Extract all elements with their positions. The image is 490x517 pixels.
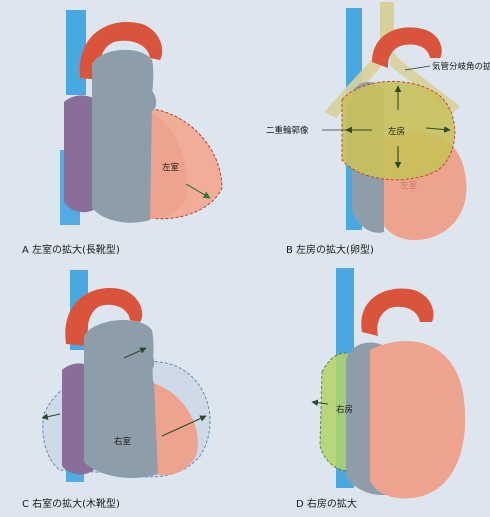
left-atrial-appendage <box>130 86 157 115</box>
arrow-up <box>123 347 147 359</box>
arrow-right <box>425 126 451 133</box>
ventricle-gray <box>92 49 154 223</box>
enlargement-arrow <box>185 183 211 199</box>
panel-d: 右房 D 右房の拡大 <box>296 268 466 510</box>
aortic-arch <box>361 288 434 336</box>
aortic-arch <box>65 288 143 346</box>
left-ventricle <box>370 341 466 499</box>
left-ventricle <box>146 110 187 219</box>
callout-double-contour: 二重輪郭像 <box>266 125 309 136</box>
panel-b: 気管分岐角の拡大 二重輪郭像 左房 左室 B 左房の拡大(卵型) <box>266 2 490 256</box>
panel-a: 左室 A 左室の拡大(長靴型) <box>22 10 223 256</box>
label-right-atrium: 右房 <box>336 404 353 415</box>
label-right-ventricle: 右室 <box>114 436 132 447</box>
left-atrium-purple <box>64 95 100 213</box>
callout-line-carina <box>404 65 431 71</box>
bronchus-left <box>390 50 460 114</box>
panel-c: 右室 C 右室の拡大(木靴型) <box>22 270 211 510</box>
arrow-left <box>311 399 329 407</box>
aortic-arch <box>372 27 442 68</box>
caption-b: B 左房の拡大(卵型) <box>286 243 374 256</box>
caption-a: A 左室の拡大(長靴型) <box>22 243 120 256</box>
callout-carina: 気管分岐角の拡大 <box>432 61 490 72</box>
label-left-atrium: 左房 <box>388 126 405 137</box>
label-left-ventricle-faint: 左室 <box>400 180 418 191</box>
caption-c: C 右室の拡大(木靴型) <box>22 497 120 510</box>
arrow-right <box>161 415 207 437</box>
arrow-left <box>41 413 61 420</box>
label-left-ventricle: 左室 <box>162 162 180 173</box>
left-atrium-enlarged <box>341 80 456 181</box>
left-atrial-appendage <box>132 347 155 375</box>
left-ventricle <box>150 382 198 476</box>
ventricle-gray <box>84 319 158 478</box>
caption-d: D 右房の拡大 <box>296 497 357 510</box>
aortic-arch <box>79 22 163 80</box>
